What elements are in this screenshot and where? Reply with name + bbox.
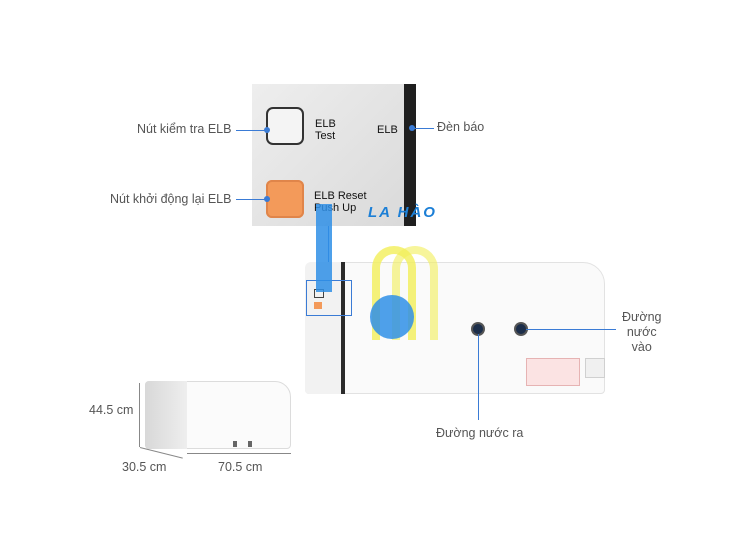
callout-test-button: Nút kiểm tra ELB — [137, 122, 232, 136]
dimension-depth: 30.5 cm — [122, 460, 167, 474]
water-inlet-pipe — [516, 324, 526, 334]
dimension-width: 70.5 cm — [218, 460, 263, 474]
leader-reset-button — [236, 199, 266, 200]
dimension-width-line — [187, 453, 291, 454]
callout-water-inlet-line2: nước — [626, 325, 657, 339]
warning-sticker — [526, 358, 580, 386]
watermark-arch-2 — [392, 246, 438, 340]
heater-front-side — [145, 381, 187, 449]
leader-water-outlet — [478, 334, 479, 420]
mini-reset-button — [314, 302, 322, 309]
leader-dot-test — [264, 127, 270, 133]
leader-dot-indicator — [409, 125, 415, 131]
elb-test-label-line1: ELB — [315, 118, 336, 130]
heater-pipe-stub-1 — [233, 441, 237, 447]
elb-test-button[interactable] — [266, 107, 304, 145]
callout-indicator-light: Đèn báo — [437, 120, 485, 134]
watermark-logo-circle — [370, 295, 414, 339]
watermark-logo-bar — [316, 204, 332, 292]
callout-reset-button: Nút khởi động lại ELB — [110, 192, 232, 206]
callout-water-outlet: Đường nước ra — [436, 426, 524, 440]
watermark-text: LA HÀO — [368, 204, 437, 221]
watermark-arch-1 — [372, 246, 416, 340]
dimension-height: 44.5 cm — [89, 403, 134, 417]
leader-dot-reset — [264, 196, 270, 202]
water-outlet-pipe — [473, 324, 483, 334]
heater-pipe-stub-2 — [248, 441, 252, 447]
leader-test-button — [236, 130, 266, 131]
indicator-strip — [404, 84, 416, 226]
brand-sticker — [585, 358, 605, 378]
dimension-height-line — [139, 383, 140, 447]
elb-indicator-label: ELB — [377, 124, 398, 136]
leader-indicator — [412, 128, 434, 129]
callout-water-inlet: Đường nước vào — [622, 310, 662, 355]
leader-water-inlet — [526, 329, 616, 330]
callout-water-inlet-line3: vào — [631, 340, 652, 354]
elb-test-label: ELB Test — [315, 118, 336, 142]
elb-reset-label-line1: ELB Reset — [314, 190, 367, 202]
elb-test-label-line2: Test — [315, 130, 336, 142]
elb-reset-button[interactable] — [266, 180, 304, 218]
callout-water-inlet-line1: Đường — [622, 310, 662, 324]
